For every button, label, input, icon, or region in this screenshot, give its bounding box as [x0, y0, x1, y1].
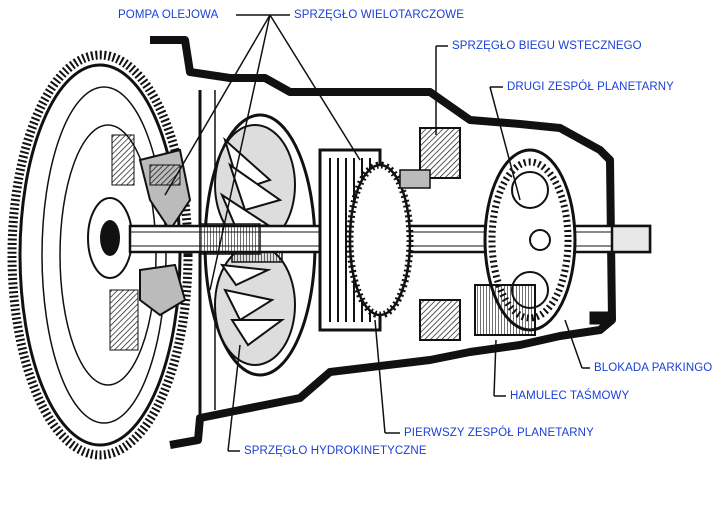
- oil-pump-drawing: [109, 134, 192, 351]
- band-brake-drawing: [474, 284, 536, 336]
- leader-lines: [164, 14, 590, 452]
- label-second-planetary: DRUGI ZESPÓŁ PLANETARNY: [507, 81, 674, 93]
- label-torque-converter: SPRZĘGŁO HYDROKINETYCZNE: [244, 445, 427, 457]
- flywheel-ring-gear: [7, 50, 193, 460]
- parking-lock-drawing: [589, 311, 609, 325]
- multiplate-clutch-drawing: [318, 148, 414, 332]
- label-parking-lock: BLOKADA PARKINGO: [594, 362, 713, 374]
- label-reverse-clutch: SPRZĘGŁO BIEGU WSTECZNEGO: [452, 40, 642, 52]
- label-first-planetary: PIERWSZY ZESPÓŁ PLANETARNY: [404, 427, 594, 439]
- reverse-clutch-drawing: [399, 127, 461, 341]
- label-band-brake: HAMULEC TAŚMOWY: [510, 390, 630, 402]
- label-multiplate-clutch: SPRZĘGŁO WIELOTARCZOWE: [294, 9, 465, 21]
- label-oil-pump: POMPA OLEJOWA: [118, 9, 219, 21]
